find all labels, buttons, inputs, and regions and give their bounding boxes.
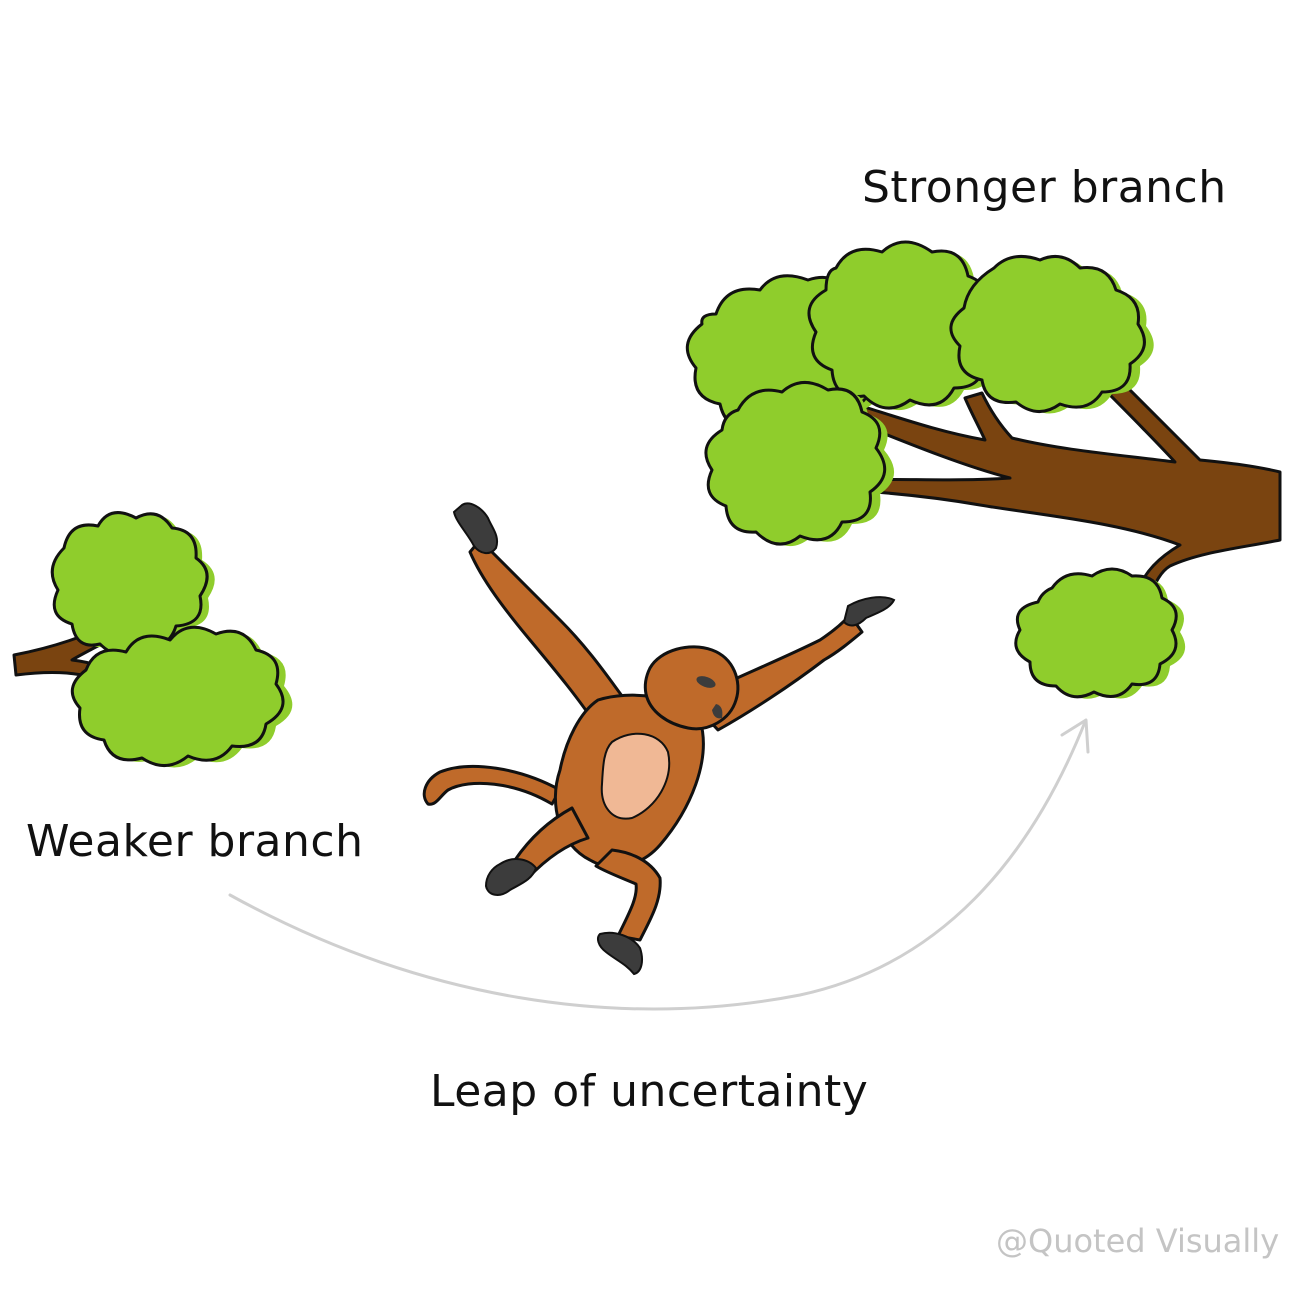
- stronger-branch-label: Stronger branch: [862, 162, 1227, 213]
- monkey-leg-right: [594, 848, 662, 942]
- monkey-hand-left: [452, 502, 498, 554]
- monkey-eye: [696, 676, 716, 688]
- weaker-foliage-bottom: [70, 625, 293, 768]
- stronger-foliage-3: [949, 254, 1154, 414]
- weaker-branch-icon: [12, 511, 293, 768]
- monkey-icon: [422, 502, 896, 976]
- watermark: @Quoted Visually: [996, 1222, 1280, 1260]
- leap-arrow-curve: [228, 720, 1087, 1011]
- leap-arrow-icon: [228, 718, 1090, 1011]
- monkey-foot-left: [484, 858, 538, 896]
- monkey-mouth: [712, 704, 723, 719]
- stronger-foliage-2: [807, 240, 1004, 411]
- weaker-foliage-top: [50, 511, 215, 656]
- leap-label: Leap of uncertainty: [430, 1066, 869, 1117]
- leap-arrow-head: [1060, 718, 1090, 754]
- monkey-head: [643, 645, 740, 731]
- monkey-belly: [600, 732, 671, 820]
- stronger-branch-icon: [685, 240, 1282, 699]
- weaker-branch-label: Weaker branch: [26, 816, 364, 867]
- monkey-hand-right: [842, 596, 896, 627]
- monkey-foot-right: [597, 931, 643, 976]
- stronger-foliage-4: [704, 381, 895, 547]
- monkey-tail: [422, 764, 562, 806]
- stronger-foliage-hanging: [1014, 567, 1186, 699]
